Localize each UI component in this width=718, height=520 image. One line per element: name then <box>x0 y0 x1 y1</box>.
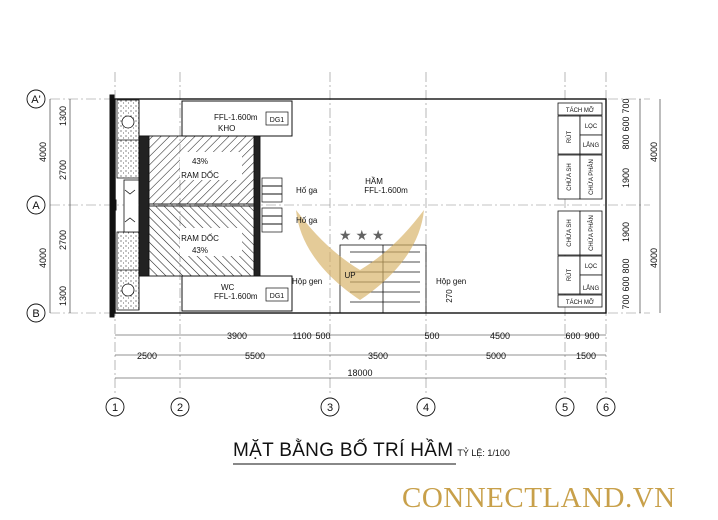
dim-row1: 600 <box>565 331 580 341</box>
grid-col-bubble <box>555 397 575 417</box>
chua-sh-bottom: CHỨA SH <box>566 219 573 246</box>
grid-row-label: A <box>32 200 40 212</box>
grid-col-label: 4 <box>423 402 429 414</box>
dim-row2: 5000 <box>486 351 506 361</box>
grid-row-bubble <box>26 89 46 109</box>
lang-top: LẮNG <box>583 141 600 149</box>
grid-col-label: 1 <box>112 402 118 414</box>
dim-right-inner: 800 <box>621 258 631 273</box>
dim-right-inner: 600 <box>621 276 631 291</box>
hop-gen-right: Hộp gen <box>436 277 466 286</box>
dim-row1: 4500 <box>490 331 510 341</box>
wc-level: FFL-1.600m <box>214 292 258 301</box>
grid-col-bubble <box>416 397 436 417</box>
dim-left-inner: 2700 <box>58 230 68 250</box>
chua-phan-top: CHỨA PHÂN <box>588 159 595 195</box>
stair-up-label: UP <box>344 271 355 280</box>
dimension-lines <box>49 99 661 379</box>
dim-left-inner: 2700 <box>58 160 68 180</box>
dim-right-outer: 4000 <box>649 142 659 162</box>
ho-ga-bottom: Hố ga <box>296 216 318 225</box>
chua-phan-bottom: CHỨA PHÂN <box>588 215 595 251</box>
kho-level: FFL-1.600m <box>214 113 258 122</box>
dim-right-inner: 800 <box>621 134 631 149</box>
rut-top: RÚT <box>566 131 573 144</box>
plan-labels: 4000 4000 1300 2700 2700 1300 700 600 800 1900 190… <box>38 98 659 378</box>
grid-col-bubble <box>105 397 125 417</box>
dim-row1: 500 <box>315 331 330 341</box>
kho-label: KHO <box>218 124 235 133</box>
ho-ga-top: Hố ga <box>296 186 318 195</box>
grid-col-label: 2 <box>177 402 183 414</box>
grid-col-label: 3 <box>327 402 333 414</box>
grid-col-bubble <box>170 397 190 417</box>
grid-col-label: 6 <box>603 402 609 414</box>
dim-left-outer: 4000 <box>38 142 48 162</box>
dim-row2: 5500 <box>245 351 265 361</box>
dim-row1: 500 <box>424 331 439 341</box>
dim-right-inner: 600 <box>621 116 631 131</box>
dim-row1: 1100 <box>292 331 311 341</box>
dim-right-outer: 4000 <box>649 248 659 268</box>
septic-tanks <box>557 102 603 308</box>
ramp-label-top: RAM DỐC <box>181 170 219 180</box>
ramp-slope-bottom: 43% <box>192 246 208 255</box>
dim-left-inner: 1300 <box>58 106 68 126</box>
dim-270: 270 <box>445 289 454 303</box>
dim-row2: 2500 <box>137 351 157 361</box>
grid-row-bubble <box>26 303 46 323</box>
grid-row-bubble <box>26 195 46 215</box>
dg-label-top: DG1 <box>270 117 285 124</box>
chua-sh-top: CHỨA SH <box>566 163 573 190</box>
dim-row2: 3500 <box>368 351 388 361</box>
loc-top: LỌC <box>585 124 598 130</box>
ramp-slope-top: 43% <box>192 157 208 166</box>
drawing-title-main: MẶT BẰNG BỐ TRÍ HẦM <box>233 440 454 461</box>
grid-bubbles: A' A B 1 2 3 4 5 6 <box>26 89 616 417</box>
dim-left-outer: 4000 <box>38 248 48 268</box>
dim-row2: 1500 <box>576 351 596 361</box>
left-shafts <box>116 99 141 311</box>
grid-col-bubble <box>596 397 616 417</box>
brand-watermark: CONNECTLAND.VN <box>402 482 676 514</box>
dim-right-inner: 700 <box>621 98 631 113</box>
svg-text:★ ★ ★: ★ ★ ★ <box>339 227 384 243</box>
grid-row-label: B <box>32 308 39 320</box>
drawing-scale: TỶ LỆ: 1/100 <box>457 448 510 458</box>
grid-col-bubble <box>320 397 340 417</box>
dim-row1: 3900 <box>227 331 247 341</box>
logo-watermark: ★ ★ ★ <box>296 210 424 300</box>
tach-mo-bottom: TÁCH MỠ <box>566 299 594 306</box>
grid-row-label: A' <box>31 94 40 106</box>
dim-total: 18000 <box>347 368 372 378</box>
dim-right-inner: 1900 <box>621 168 631 188</box>
lang-bottom: LẮNG <box>583 284 600 292</box>
ham-level: FFL-1.600m <box>364 186 408 195</box>
dim-left-inner: 1300 <box>58 286 68 306</box>
service-rooms <box>181 100 293 312</box>
dim-right-inner: 1900 <box>621 222 631 242</box>
loc-bottom: LỌC <box>585 264 598 270</box>
dim-row1: 900 <box>584 331 599 341</box>
rut-bottom: RÚT <box>566 269 573 282</box>
ramp-label-bottom: RAM DỐC <box>181 233 219 243</box>
grid-col-label: 5 <box>562 402 568 414</box>
ramps <box>138 135 261 277</box>
ham-label: HẦM <box>365 176 383 186</box>
dim-right-inner: 700 <box>621 294 631 309</box>
hop-gen-left: Hộp gen <box>292 277 322 286</box>
wc-label: WC <box>221 283 235 292</box>
dg-label-bottom: DG1 <box>270 293 285 300</box>
tach-mo-top: TÁCH MỠ <box>566 107 594 114</box>
